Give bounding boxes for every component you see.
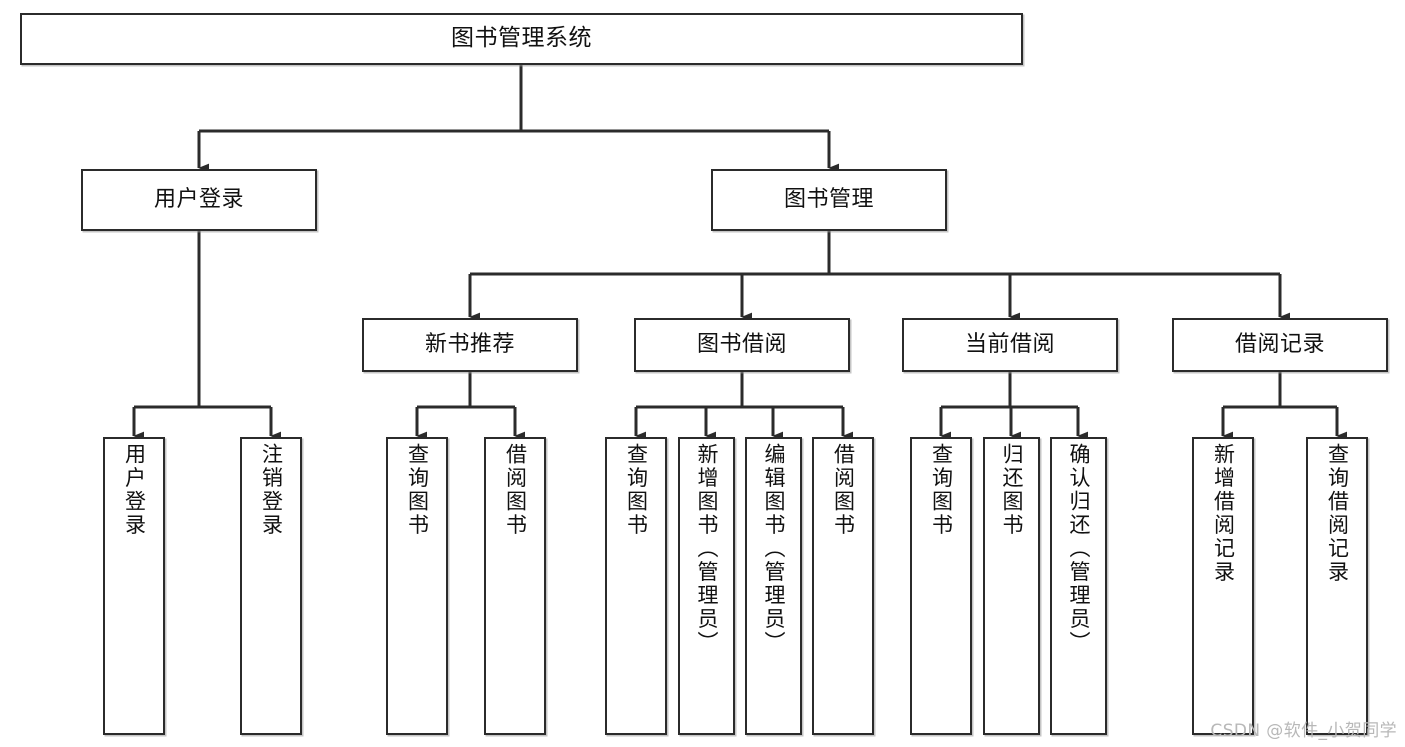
node-leaf-borrow-book-2-label: 借阅图书 xyxy=(831,443,856,537)
node-leaf-query-book-3-label: 查询图书 xyxy=(929,443,954,537)
node-root: 图书管理系统 xyxy=(20,13,1023,65)
node-leaf-add-book-label: 新增图书（管理员） xyxy=(695,443,719,655)
node-leaf-confirm-return-label: 确认归还（管理员） xyxy=(1067,443,1091,655)
node-leaf-add-record: 新增借阅记录 xyxy=(1192,437,1254,735)
node-book-borrow-label: 图书借阅 xyxy=(696,332,787,358)
node-book-manage: 图书管理 xyxy=(711,169,947,231)
node-leaf-borrow-book-2: 借阅图书 xyxy=(812,437,874,735)
node-user-login-label: 用户登录 xyxy=(153,187,244,213)
node-current-borrow-label: 当前借阅 xyxy=(964,332,1055,358)
node-new-book-rec-label: 新书推荐 xyxy=(424,332,515,358)
node-leaf-borrow-book-1-label: 借阅图书 xyxy=(503,443,528,537)
node-book-borrow: 图书借阅 xyxy=(634,318,850,372)
node-leaf-return-book-label: 归还图书 xyxy=(1000,443,1024,537)
node-root-label: 图书管理系统 xyxy=(451,25,592,52)
node-leaf-edit-book-label: 编辑图书（管理员） xyxy=(762,443,786,655)
node-leaf-user-logout-label: 注销登录 xyxy=(259,443,284,537)
node-leaf-query-record-label: 查询借阅记录 xyxy=(1325,443,1350,584)
node-book-manage-label: 图书管理 xyxy=(783,187,874,213)
node-leaf-add-book: 新增图书（管理员） xyxy=(678,437,735,735)
node-borrow-record: 借阅记录 xyxy=(1172,318,1388,372)
node-current-borrow: 当前借阅 xyxy=(902,318,1118,372)
node-leaf-user-login-label: 用户登录 xyxy=(122,443,147,537)
node-leaf-confirm-return: 确认归还（管理员） xyxy=(1050,437,1107,735)
node-leaf-query-record: 查询借阅记录 xyxy=(1306,437,1368,735)
node-leaf-user-logout: 注销登录 xyxy=(240,437,302,735)
node-leaf-add-record-label: 新增借阅记录 xyxy=(1211,443,1236,584)
node-leaf-query-book-1: 查询图书 xyxy=(386,437,448,735)
node-user-login: 用户登录 xyxy=(81,169,317,231)
node-leaf-user-login: 用户登录 xyxy=(103,437,165,735)
node-borrow-record-label: 借阅记录 xyxy=(1234,332,1325,358)
node-leaf-edit-book: 编辑图书（管理员） xyxy=(745,437,802,735)
node-leaf-borrow-book-1: 借阅图书 xyxy=(484,437,546,735)
node-leaf-query-book-2-label: 查询图书 xyxy=(624,443,649,537)
node-leaf-query-book-2: 查询图书 xyxy=(605,437,667,735)
node-new-book-rec: 新书推荐 xyxy=(362,318,578,372)
node-leaf-return-book: 归还图书 xyxy=(983,437,1040,735)
node-leaf-query-book-3: 查询图书 xyxy=(910,437,972,735)
node-leaf-query-book-1-label: 查询图书 xyxy=(405,443,430,537)
csdn-watermark: CSDN @软件_小贺同学 xyxy=(1210,721,1397,741)
